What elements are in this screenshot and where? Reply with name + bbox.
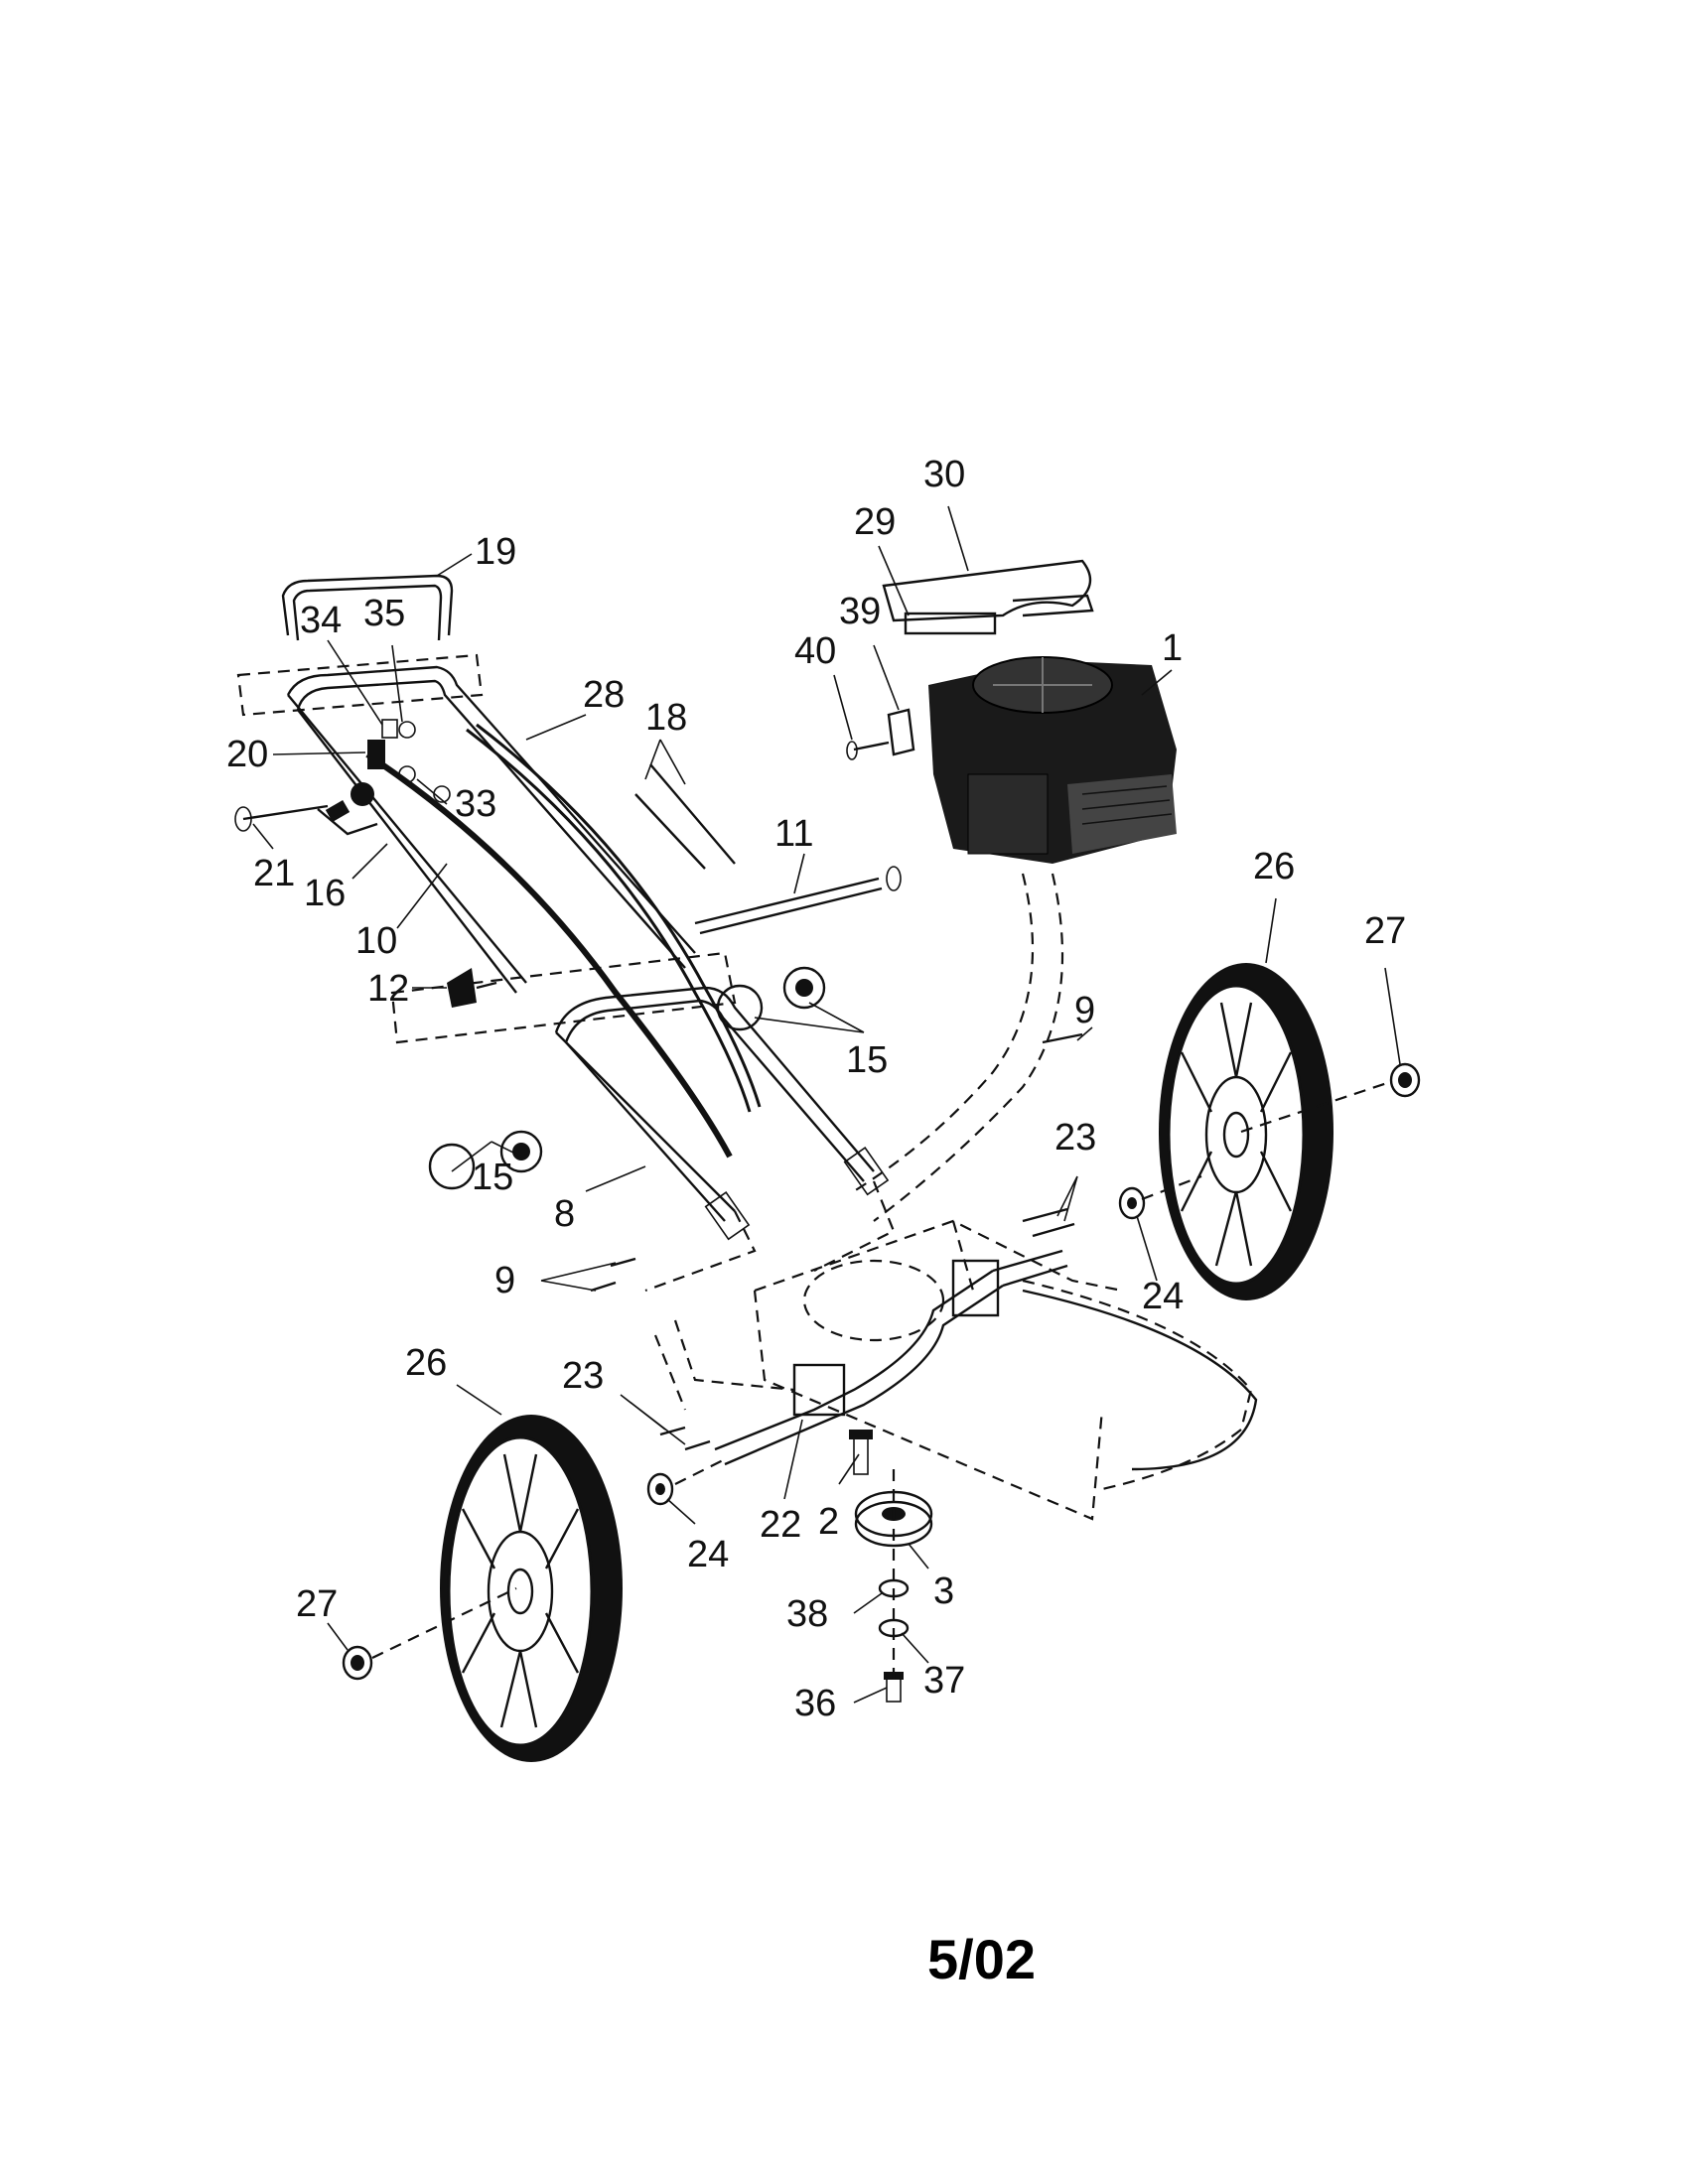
label-part-20: 20 bbox=[226, 734, 268, 775]
label-part-39: 39 bbox=[839, 591, 881, 632]
label-part-23-right: 23 bbox=[1054, 1117, 1096, 1159]
wheel-left bbox=[440, 1415, 623, 1762]
label-part-23-left: 23 bbox=[562, 1355, 604, 1397]
label-part-27-right: 27 bbox=[1364, 910, 1406, 952]
date-code: 5/02 bbox=[927, 1928, 1036, 1990]
label-part-26-right: 26 bbox=[1253, 846, 1295, 887]
wheel-hardware bbox=[342, 1062, 1421, 1681]
engine-cover bbox=[882, 559, 1094, 635]
label-part-22: 22 bbox=[760, 1504, 801, 1546]
label-part-9-left: 9 bbox=[494, 1260, 515, 1301]
label-part-38: 38 bbox=[786, 1593, 828, 1635]
handle-assembly bbox=[236, 574, 896, 1293]
label-part-28: 28 bbox=[583, 674, 625, 716]
label-part-8: 8 bbox=[554, 1193, 575, 1235]
part-labels: 1 2 3 8 9 9 10 11 12 15 15 16 18 19 20 2… bbox=[226, 454, 1406, 1724]
label-part-35: 35 bbox=[363, 593, 405, 634]
handle-knob bbox=[447, 968, 497, 1008]
label-part-30: 30 bbox=[923, 454, 965, 495]
label-part-21: 21 bbox=[253, 853, 295, 894]
label-part-18: 18 bbox=[645, 697, 687, 739]
label-part-3: 3 bbox=[933, 1570, 954, 1612]
rods-and-bolt bbox=[634, 763, 902, 935]
label-part-2: 2 bbox=[818, 1501, 839, 1543]
label-part-34: 34 bbox=[300, 600, 342, 641]
label-part-29: 29 bbox=[854, 501, 896, 543]
label-part-27-left: 27 bbox=[296, 1583, 338, 1625]
pivot-washers bbox=[428, 966, 826, 1190]
leader-lines bbox=[252, 505, 1401, 1704]
label-part-10: 10 bbox=[355, 920, 397, 962]
label-part-15-left: 15 bbox=[472, 1157, 513, 1198]
label-part-37: 37 bbox=[923, 1660, 965, 1702]
label-part-9-right: 9 bbox=[1074, 990, 1095, 1031]
label-part-19: 19 bbox=[475, 531, 516, 573]
label-part-33: 33 bbox=[455, 783, 496, 825]
label-part-15-right: 15 bbox=[846, 1039, 888, 1081]
label-part-36: 36 bbox=[794, 1683, 836, 1724]
engine bbox=[853, 656, 1177, 1222]
label-part-1: 1 bbox=[1162, 627, 1183, 669]
control-cable bbox=[365, 723, 762, 1159]
label-part-16: 16 bbox=[304, 873, 346, 914]
label-part-12: 12 bbox=[367, 968, 409, 1010]
label-part-40: 40 bbox=[794, 630, 836, 672]
label-part-26-left: 26 bbox=[405, 1342, 447, 1384]
engine-bracket bbox=[846, 708, 915, 760]
pulley-hardware bbox=[849, 1430, 933, 1703]
label-part-24-right: 24 bbox=[1142, 1276, 1184, 1317]
control-hardware bbox=[234, 719, 451, 836]
label-part-11: 11 bbox=[774, 813, 813, 855]
wheel-right bbox=[1159, 963, 1333, 1300]
label-part-24-left: 24 bbox=[687, 1534, 729, 1575]
trimmer-deck bbox=[653, 1219, 1258, 1521]
bolts bbox=[590, 1032, 1083, 1451]
